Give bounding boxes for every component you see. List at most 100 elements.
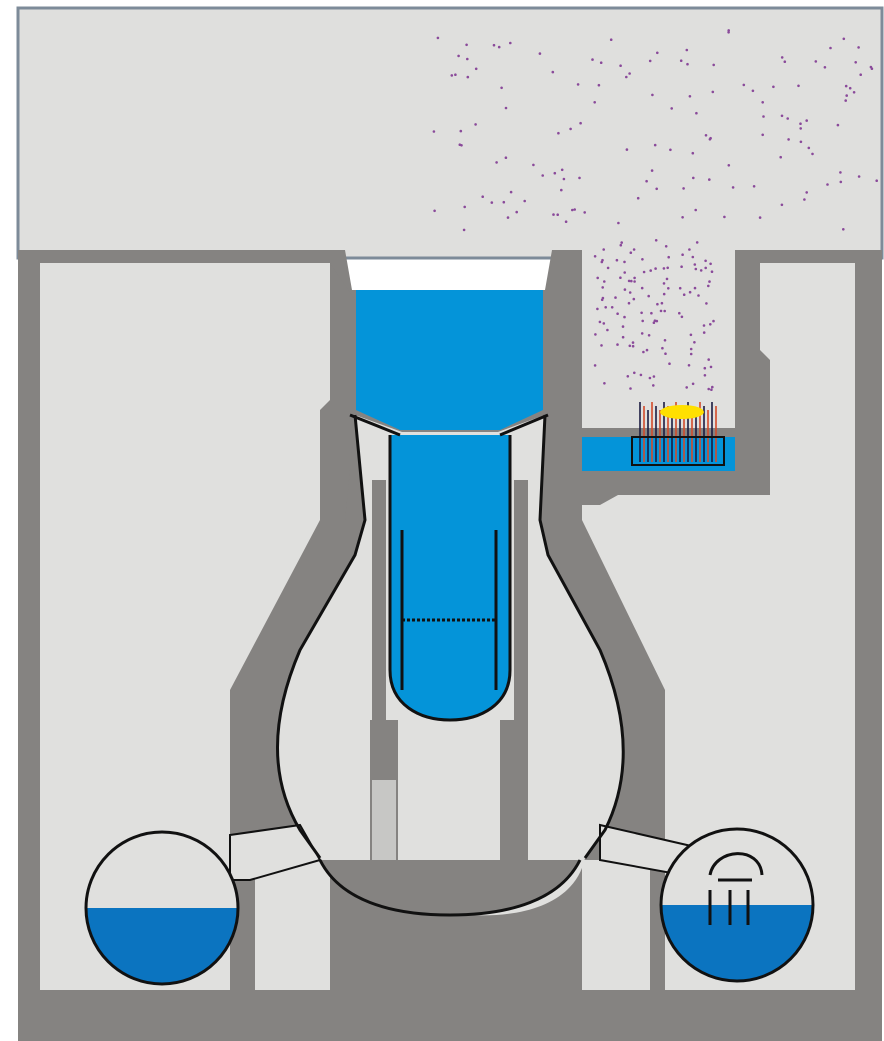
particle (731, 186, 735, 189)
particle (780, 203, 784, 207)
particle (842, 228, 845, 231)
particle (557, 131, 560, 135)
particle (552, 213, 555, 216)
particle (603, 280, 606, 283)
particle (727, 164, 731, 167)
particle (560, 168, 564, 172)
particle (576, 83, 580, 86)
particle (859, 73, 862, 76)
particle (854, 61, 857, 64)
particle (708, 280, 711, 283)
particle (621, 335, 625, 339)
particle (662, 282, 666, 285)
particle (606, 266, 610, 270)
particle (848, 86, 852, 90)
particle (727, 31, 730, 34)
particle (649, 269, 652, 272)
particle (708, 178, 711, 181)
particle (682, 293, 686, 297)
particle (628, 291, 632, 294)
particle (680, 265, 683, 269)
particle (681, 216, 684, 219)
particle (593, 101, 596, 104)
particle (523, 199, 526, 203)
particle (481, 195, 485, 198)
particle (458, 143, 462, 146)
particle (844, 84, 848, 88)
particle (710, 388, 713, 392)
particle (783, 60, 787, 63)
particle (609, 38, 613, 41)
particle (633, 276, 636, 280)
particle (857, 175, 861, 178)
particle (578, 176, 581, 180)
particle (852, 91, 856, 94)
exposed-spent-fuel-rods (631, 402, 725, 466)
particle (604, 306, 607, 309)
drywell-outline (276, 414, 625, 859)
particle (707, 358, 710, 361)
particle (551, 70, 555, 74)
particle (742, 83, 746, 87)
particle (839, 180, 843, 184)
suppression-pool-left (84, 830, 240, 986)
particle (500, 86, 503, 90)
particle (762, 115, 765, 118)
particle (688, 290, 692, 294)
particle (632, 248, 636, 251)
particle (758, 216, 762, 219)
particle (459, 129, 463, 133)
radioactive-particle-release (432, 29, 878, 392)
particle (691, 255, 695, 259)
particle (623, 260, 626, 264)
light-shaft (372, 780, 396, 860)
particle (450, 74, 454, 77)
particle (656, 302, 659, 306)
particle (695, 241, 699, 244)
particle (463, 205, 467, 209)
particle (619, 243, 623, 247)
particle (836, 123, 840, 127)
vessel-support-right (514, 480, 528, 720)
particle (640, 311, 643, 315)
particle (670, 107, 673, 110)
particle (650, 169, 654, 172)
particle (797, 84, 800, 88)
particle (648, 59, 652, 63)
particle (685, 386, 688, 389)
particle (594, 333, 597, 336)
particle (598, 320, 602, 324)
particle (751, 89, 755, 93)
particle (727, 29, 730, 32)
particle (625, 75, 628, 79)
particle (668, 362, 671, 366)
particle (583, 211, 586, 214)
particle (665, 277, 669, 281)
particle (640, 286, 644, 290)
particle (614, 296, 617, 299)
particle (619, 64, 622, 67)
particle (705, 302, 708, 305)
particle (647, 334, 651, 337)
vessel-support-left (372, 480, 386, 720)
particle (602, 322, 606, 325)
particle (629, 387, 632, 390)
particle (679, 59, 683, 62)
vessel-flange-left (349, 413, 401, 437)
particle (509, 190, 513, 194)
particle (562, 177, 566, 181)
particle (663, 339, 667, 342)
particle (621, 325, 625, 328)
particle (509, 41, 512, 45)
particle (686, 62, 689, 66)
particle (811, 152, 814, 156)
particle (707, 387, 710, 391)
particle (687, 364, 691, 367)
particle (654, 267, 657, 270)
reactor-cavity-water-pool (356, 290, 543, 430)
particle (601, 286, 604, 289)
particle (660, 301, 664, 305)
particle (631, 341, 635, 344)
particle (636, 196, 640, 200)
